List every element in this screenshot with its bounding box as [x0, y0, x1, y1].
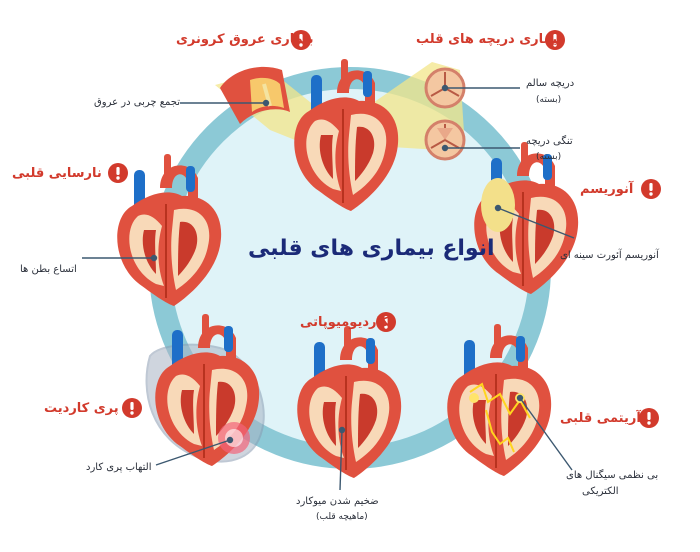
center-disc	[160, 78, 540, 458]
alert-icon-pericarditis	[122, 398, 142, 418]
alert-icon-aneurysm	[641, 179, 661, 199]
alert-icon-arrhythmia	[639, 408, 659, 428]
note-cardiomyopathy-sub: (ماهیچه قلب)	[316, 512, 368, 522]
label-pericarditis: پری کاردیت	[44, 401, 119, 416]
leader-lines	[82, 84, 575, 491]
label-cardiomyopathy: کاردیومیوپاتی	[300, 315, 389, 330]
note-arrhythmia-sub: الکتریکی	[582, 486, 619, 497]
label-coronary: بیماری عروق کرونری	[176, 32, 314, 47]
note-coronary: تجمع چربی در عروق	[94, 97, 181, 108]
note-cardiomyopathy: ضخیم شدن میوکارد	[296, 496, 379, 507]
label-aneurysm: آنوریسم	[580, 182, 634, 197]
note-valve-stenosis: تنگی دریچه	[526, 136, 573, 147]
note-heart-failure: اتساع بطن ها	[20, 264, 77, 275]
note-aneurysm: آنوریسم آئورت سینه ای	[560, 250, 659, 261]
note-pericarditis: التهاب پری کارد	[86, 462, 152, 473]
diagram-title: انواع بیماری های قلبی	[248, 236, 495, 261]
valve-icon-stenosis	[424, 119, 466, 161]
note-arrhythmia: بی نظمی سیگنال های	[566, 470, 659, 481]
note-valve-healthy: دریچه سالم	[526, 78, 575, 89]
label-valve: بیماری دریچه های قلب	[416, 32, 563, 47]
note-valve-healthy-sub: (بسته)	[536, 95, 562, 105]
alert-icon-failure	[108, 163, 128, 183]
note-valve-stenosis-sub: (بسته)	[536, 152, 562, 162]
label-arrhythmia: آریتمی قلبی	[560, 411, 641, 426]
label-heart-failure: نارسایی قلبی	[12, 166, 102, 181]
